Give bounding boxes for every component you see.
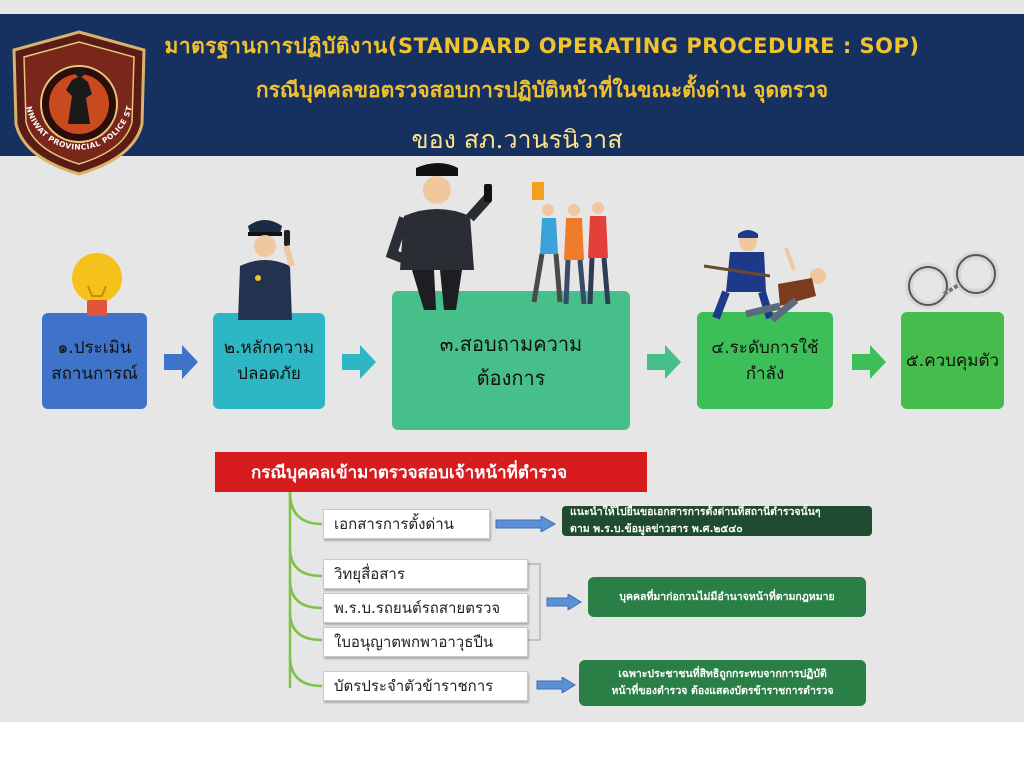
step-5-label: ๕.ควบคุมตัว	[905, 350, 1000, 371]
doc-label: บัตรประจำตัวข้าราชการ	[334, 677, 494, 695]
arrow-right-icon	[536, 677, 576, 693]
note-label: แนะนำให้ไปยื่นขอเอกสารการตั้งด่านที่สถาน…	[570, 506, 821, 535]
header-bar	[0, 14, 1024, 156]
police-officer-radio-icon	[238, 220, 295, 320]
sop-diagram: มาตรฐานการปฏิบัติงาน(STANDARD OPERATING …	[0, 0, 1024, 722]
doc-label: วิทยุสื่อสาร	[334, 565, 405, 583]
note-show-id-card: เฉพาะประชาชนที่สิทธิถูกกระทบจากการปฏิบัต…	[579, 660, 866, 706]
female-officer-radio-icon	[385, 163, 492, 310]
note-no-authority: บุคคลที่มาก่อกวนไม่มีอำนาจหน้าที่ตามกฎหม…	[588, 577, 866, 617]
doc-gun-license: ใบอนุญาตพกพาอาวุธปืน	[323, 627, 528, 657]
arrow-right-icon	[164, 345, 198, 379]
step-3-ask-needs: ๓.สอบถามความ ต้องการ	[392, 291, 630, 430]
note-label: บุคคลที่มาก่อกวนไม่มีอำนาจหน้าที่ตามกฎหม…	[619, 590, 835, 603]
note-label: เฉพาะประชาชนที่สิทธิถูกกระทบจากการปฏิบัต…	[611, 668, 834, 697]
step-1-assess-situation: ๑.ประเมิน สถานการณ์	[42, 313, 147, 409]
doc-radio: วิทยุสื่อสาร	[323, 559, 528, 589]
step-4-label: ๔.ระดับการใช้ กำลัง	[711, 337, 819, 384]
title-line-1: มาตรฐานการปฏิบัติงาน(STANDARD OPERATING …	[164, 34, 920, 58]
arrow-right-icon	[546, 594, 582, 610]
title-line-2: กรณีบุคคลขอตรวจสอบการปฏิบัติหน้าที่ในขณะ…	[255, 78, 829, 102]
arrow-right-icon	[852, 345, 886, 379]
arrow-right-icon	[495, 516, 557, 532]
step-5-detain: ๕.ควบคุมตัว	[901, 312, 1004, 409]
case-banner-label: กรณีบุคคลเข้ามาตรวจสอบเจ้าหน้าที่ตำรวจ	[251, 462, 568, 483]
doc-official-id-card: บัตรประจำตัวข้าราชการ	[323, 671, 528, 701]
officer-arresting-icon	[703, 230, 826, 322]
lightbulb-icon	[72, 253, 122, 316]
title-line-3: ของ สภ.วานรนิวาส	[411, 125, 623, 154]
doc-label: ใบอนุญาตพกพาอาวุธปืน	[334, 633, 494, 651]
step-4-force-level: ๔.ระดับการใช้ กำลัง	[697, 312, 833, 409]
tree-connectors	[288, 491, 541, 688]
step-2-label: ๒.หลักความ ปลอดภัย	[223, 338, 315, 384]
step-2-safety-principle: ๒.หลักความ ปลอดภัย	[213, 313, 325, 409]
case-banner: กรณีบุคคลเข้ามาตรวจสอบเจ้าหน้าที่ตำรวจ	[215, 452, 647, 492]
police-station-logo: WANONNIWAT PROVINCIAL POLICE STATION	[6, 28, 146, 176]
doc-checkpoint-papers: เอกสารการตั้งด่าน	[323, 509, 490, 539]
doc-label: พ.ร.บ.รถยนต์รถสายตรวจ	[334, 599, 501, 617]
arrow-right-icon	[647, 345, 681, 379]
doc-vehicle-act: พ.ร.บ.รถยนต์รถสายตรวจ	[323, 593, 528, 623]
note-request-papers: แนะนำให้ไปยื่นขอเอกสารการตั้งด่านที่สถาน…	[562, 506, 872, 536]
handcuffs-icon	[905, 251, 999, 309]
step-1-label: ๑.ประเมิน สถานการณ์	[51, 338, 138, 384]
doc-label: เอกสารการตั้งด่าน	[334, 515, 454, 533]
arrow-right-icon	[342, 345, 376, 379]
crowd-people-icon	[531, 182, 611, 305]
step-3-label: ๓.สอบถามความ ต้องการ	[439, 331, 583, 390]
